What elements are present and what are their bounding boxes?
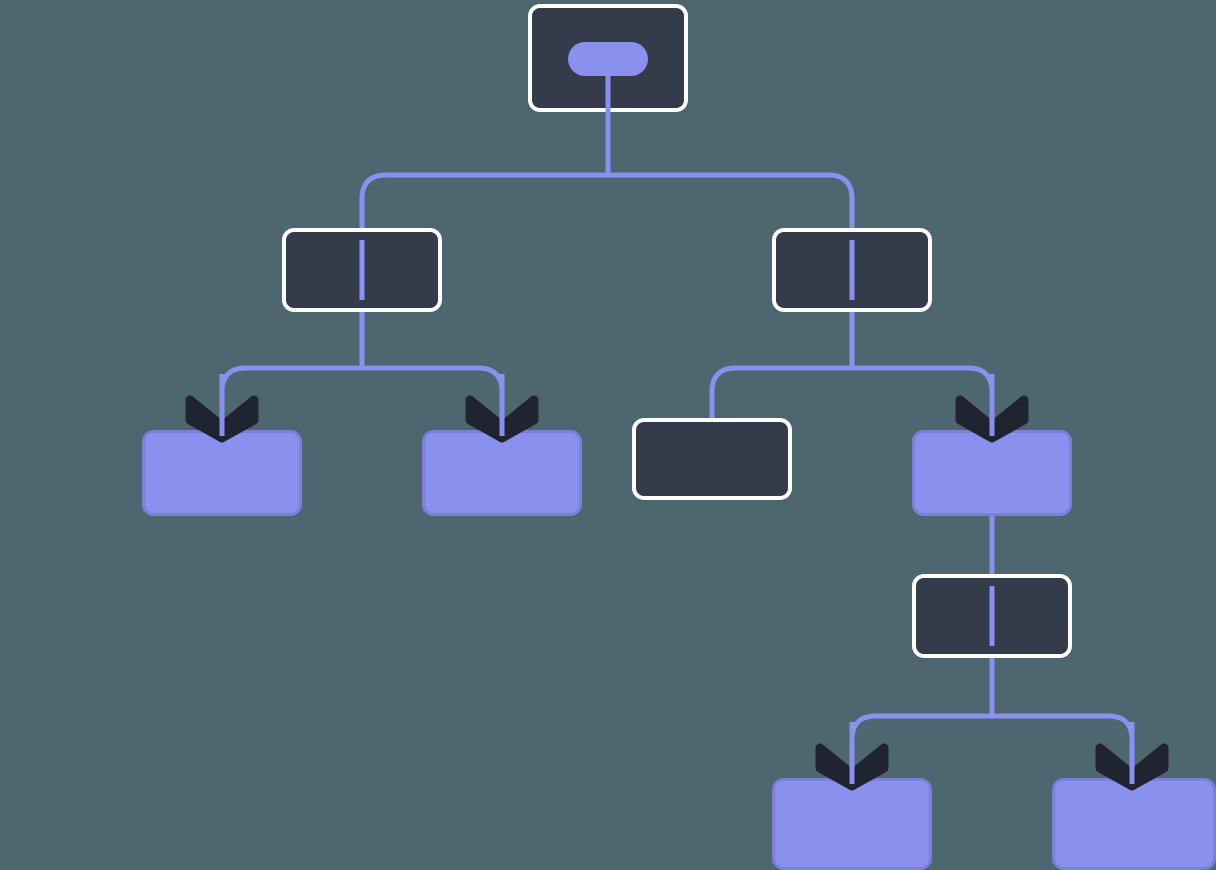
level2-branch-node[interactable] — [912, 430, 1072, 516]
root-pill-badge[interactable] — [568, 42, 648, 76]
through-line-layer — [359, 240, 995, 646]
level2-dark-node-box[interactable] — [632, 418, 792, 500]
level2-leaf-two[interactable] — [422, 430, 582, 516]
pill-layer — [568, 42, 648, 122]
level4-leaf-one[interactable] — [772, 778, 932, 870]
level4-leaf-two[interactable] — [1052, 778, 1216, 870]
node-layer — [142, 4, 1216, 870]
level2-branch-node-box[interactable] — [912, 430, 1072, 516]
level4-leaf-one-box[interactable] — [772, 778, 932, 870]
level2-dark-node[interactable] — [632, 418, 792, 500]
arrowhead-layer — [185, 374, 1169, 791]
level2-leaf-one-box[interactable] — [142, 430, 302, 516]
level2-leaf-two-box[interactable] — [422, 430, 582, 516]
level4-leaf-two-box[interactable] — [1052, 778, 1216, 870]
level2-leaf-one[interactable] — [142, 430, 302, 516]
level1-split-bus-bus — [359, 172, 855, 228]
